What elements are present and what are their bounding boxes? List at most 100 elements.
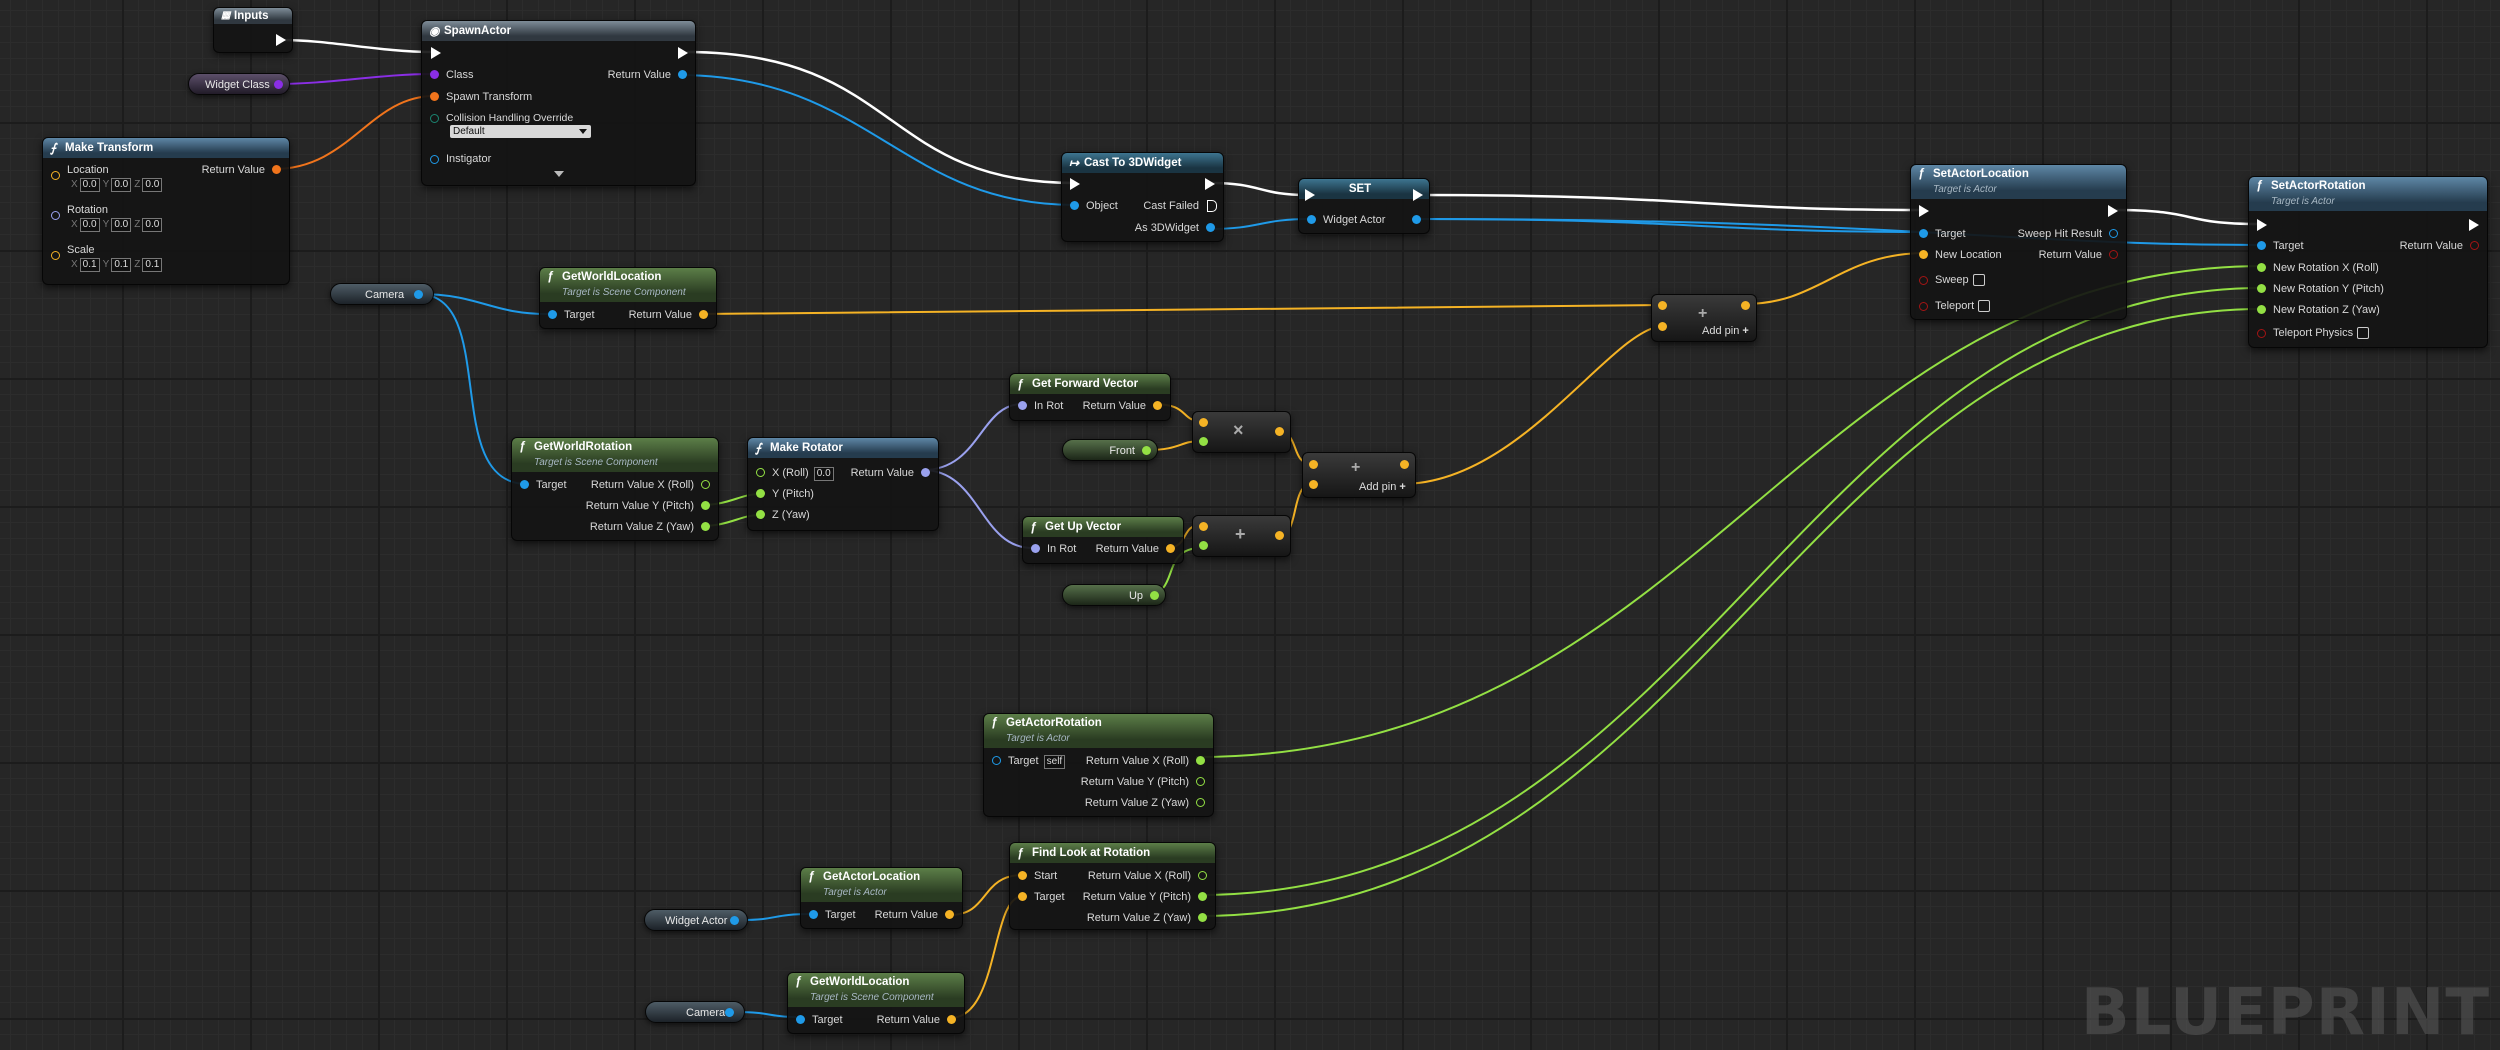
- rotation-z-pin[interactable]: [2257, 305, 2266, 314]
- return-pin[interactable]: [1275, 427, 1284, 436]
- exec-out-pin[interactable]: [276, 34, 286, 46]
- front-pin[interactable]: [1142, 446, 1151, 455]
- a-pin[interactable]: [1199, 522, 1208, 531]
- return-pin[interactable]: [1741, 301, 1750, 310]
- scale-y[interactable]: 0.1: [111, 258, 132, 272]
- rx-pin[interactable]: [701, 480, 710, 489]
- object-pin[interactable]: [1070, 201, 1079, 210]
- return-value-pin[interactable]: [947, 1015, 956, 1024]
- camera-variable[interactable]: Camera: [330, 283, 434, 305]
- class-pin[interactable]: [430, 70, 439, 79]
- self-value[interactable]: self: [1043, 755, 1066, 769]
- teleport-physics-pin[interactable]: [2257, 329, 2266, 338]
- rotation-z[interactable]: 0.0: [142, 218, 163, 232]
- rz-pin[interactable]: [1198, 913, 1207, 922]
- z-pin[interactable]: [756, 510, 765, 519]
- rotation-pin[interactable]: [51, 211, 60, 220]
- set-node[interactable]: SET Widget Actor: [1298, 178, 1430, 234]
- rotation-y[interactable]: 0.0: [111, 218, 132, 232]
- sweep-pin[interactable]: [1919, 276, 1928, 285]
- get-actor-location-node[interactable]: ƒ GetActorLocation Target is Actor Targe…: [800, 867, 963, 929]
- get-actor-rotation-node[interactable]: ƒ GetActorRotation Target is Actor Targe…: [983, 713, 1214, 817]
- scale-z[interactable]: 0.1: [142, 258, 163, 272]
- exec-in-pin[interactable]: [1919, 205, 1929, 217]
- set-actor-location-node[interactable]: ƒ SetActorLocation Target is Actor Targe…: [1910, 164, 2127, 320]
- rz-pin[interactable]: [1196, 798, 1205, 807]
- teleport-physics-checkbox[interactable]: [2357, 327, 2370, 340]
- in-rot-pin[interactable]: [1018, 401, 1027, 410]
- exec-in-pin[interactable]: [2257, 219, 2267, 231]
- multiply-node[interactable]: ×: [1192, 411, 1291, 453]
- return-value-pin[interactable]: [1166, 544, 1175, 553]
- rotation-x-pin[interactable]: [2257, 263, 2266, 272]
- return-value-pin[interactable]: [272, 165, 281, 174]
- set-actor-rotation-node[interactable]: ƒ SetActorRotation Target is Actor Targe…: [2248, 176, 2488, 348]
- camera-pin[interactable]: [414, 290, 423, 299]
- a-pin[interactable]: [1199, 418, 1208, 427]
- target-pin[interactable]: [520, 480, 529, 489]
- rotation-y-pin[interactable]: [2257, 284, 2266, 293]
- add-vector-node-3[interactable]: +: [1192, 515, 1291, 557]
- return-value-pin[interactable]: [699, 310, 708, 319]
- in-rot-pin[interactable]: [1031, 544, 1040, 553]
- front-variable[interactable]: Front: [1062, 439, 1158, 461]
- rx-pin[interactable]: [1198, 871, 1207, 880]
- add-vector-node[interactable]: + Add pin +: [1651, 294, 1757, 342]
- rz-pin[interactable]: [701, 522, 710, 531]
- exec-out-pin[interactable]: [1413, 189, 1423, 201]
- class-pin[interactable]: [274, 80, 283, 89]
- new-location-pin[interactable]: [1919, 250, 1928, 259]
- teleport-checkbox[interactable]: [1978, 300, 1991, 313]
- b-pin[interactable]: [1199, 437, 1208, 446]
- exec-out-pin[interactable]: [2108, 205, 2118, 217]
- target-pin[interactable]: [1919, 229, 1928, 238]
- return-value-pin[interactable]: [2470, 241, 2479, 250]
- start-pin[interactable]: [1018, 871, 1027, 880]
- target-pin[interactable]: [2257, 241, 2266, 250]
- location-x[interactable]: 0.0: [79, 178, 100, 192]
- a-pin[interactable]: [1309, 460, 1318, 469]
- target-pin[interactable]: [992, 756, 1001, 765]
- collision-pin[interactable]: [430, 114, 439, 123]
- cast-failed-exec-pin[interactable]: [1207, 200, 1217, 212]
- scale-x[interactable]: 0.1: [79, 258, 100, 272]
- widget-class-variable[interactable]: Widget Class: [188, 73, 290, 95]
- get-world-location-node-2[interactable]: ƒ GetWorldLocation Target is Scene Compo…: [787, 972, 965, 1034]
- target-pin[interactable]: [548, 310, 557, 319]
- sweep-hit-pin[interactable]: [2109, 229, 2118, 238]
- make-rotator-node[interactable]: ⨍ Make Rotator X (Roll) 0.0 Return Value…: [747, 437, 939, 531]
- as-3dwidget-pin[interactable]: [1206, 223, 1215, 232]
- teleport-pin[interactable]: [1919, 302, 1928, 311]
- return-value-pin[interactable]: [2109, 250, 2118, 259]
- add-pin-button[interactable]: Add pin +: [1359, 481, 1406, 493]
- widget-actor-variable[interactable]: Widget Actor: [644, 909, 748, 931]
- get-world-location-node[interactable]: ƒ GetWorldLocation Target is Scene Compo…: [539, 267, 717, 329]
- return-value-pin[interactable]: [678, 70, 687, 79]
- scale-pin[interactable]: [51, 251, 60, 260]
- x-pin[interactable]: [756, 468, 765, 477]
- exec-in-pin[interactable]: [1070, 178, 1080, 190]
- return-value-pin[interactable]: [1153, 401, 1162, 410]
- exec-out-pin[interactable]: [2469, 219, 2479, 231]
- b-pin[interactable]: [1199, 541, 1208, 550]
- a-pin[interactable]: [1658, 301, 1667, 310]
- spawn-transform-pin[interactable]: [430, 92, 439, 101]
- ry-pin[interactable]: [1196, 777, 1205, 786]
- exec-in-pin[interactable]: [431, 47, 441, 59]
- widget-actor-in-pin[interactable]: [1307, 215, 1316, 224]
- location-pin[interactable]: [51, 171, 60, 180]
- exec-in-pin[interactable]: [1305, 189, 1315, 201]
- sweep-checkbox[interactable]: [1972, 274, 1985, 287]
- x-input[interactable]: 0.0: [813, 467, 834, 481]
- return-value-pin[interactable]: [921, 468, 930, 477]
- camera-2-pin[interactable]: [725, 1008, 734, 1017]
- location-y[interactable]: 0.0: [111, 178, 132, 192]
- return-pin[interactable]: [1400, 460, 1409, 469]
- widget-actor-pin[interactable]: [730, 916, 739, 925]
- location-z[interactable]: 0.0: [142, 178, 163, 192]
- instigator-pin[interactable]: [430, 155, 439, 164]
- return-pin[interactable]: [1275, 531, 1284, 540]
- inputs-node[interactable]: ▦ Inputs: [213, 7, 293, 53]
- b-pin[interactable]: [1309, 480, 1318, 489]
